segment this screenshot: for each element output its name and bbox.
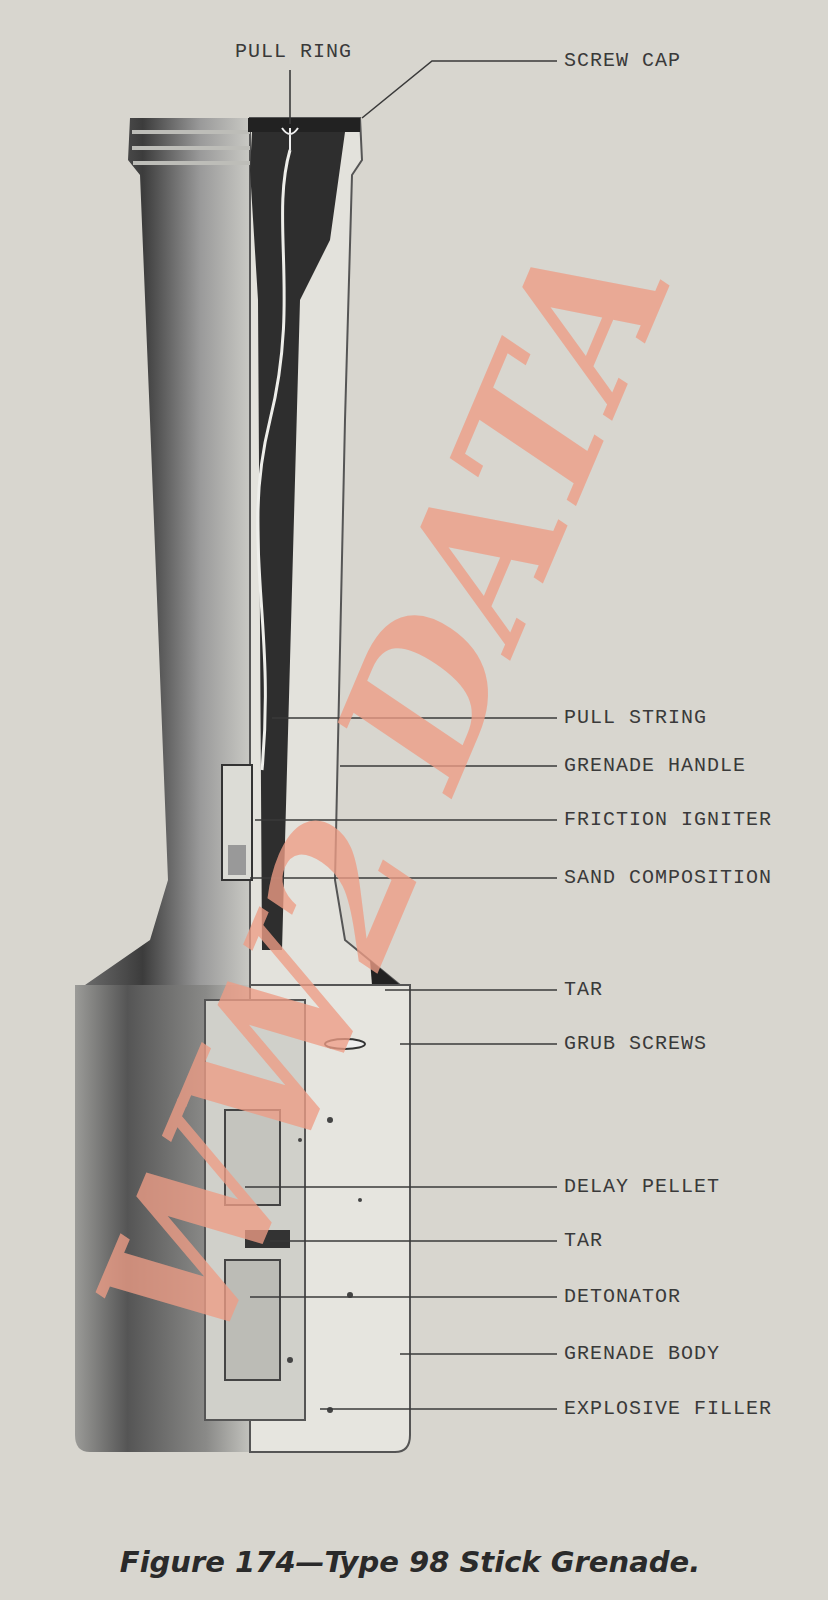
part-label: SAND COMPOSITION <box>564 866 772 890</box>
handle-ribs <box>132 132 250 163</box>
part-label: DELAY PELLET <box>564 1175 720 1199</box>
part-label: FRICTION IGNITER <box>564 808 772 832</box>
part-label: GRENADE HANDLE <box>564 754 746 778</box>
part-label: GRUB SCREWS <box>564 1032 707 1056</box>
part-label: SCREW CAP <box>564 49 681 73</box>
part-label: TAR <box>564 978 603 1002</box>
screw-cap <box>248 118 360 132</box>
part-label: EXPLOSIVE FILLER <box>564 1397 772 1421</box>
part-label: TAR <box>564 1229 603 1253</box>
part-label: PULL RING <box>235 40 352 64</box>
part-label: PULL STRING <box>564 706 707 730</box>
figure-caption: Figure 174—Type 98 Stick Grenade. <box>120 1544 700 1580</box>
pull-string <box>258 150 290 770</box>
part-label: GRENADE BODY <box>564 1342 720 1366</box>
pull-ring <box>282 128 298 150</box>
part-label: DETONATOR <box>564 1285 681 1309</box>
